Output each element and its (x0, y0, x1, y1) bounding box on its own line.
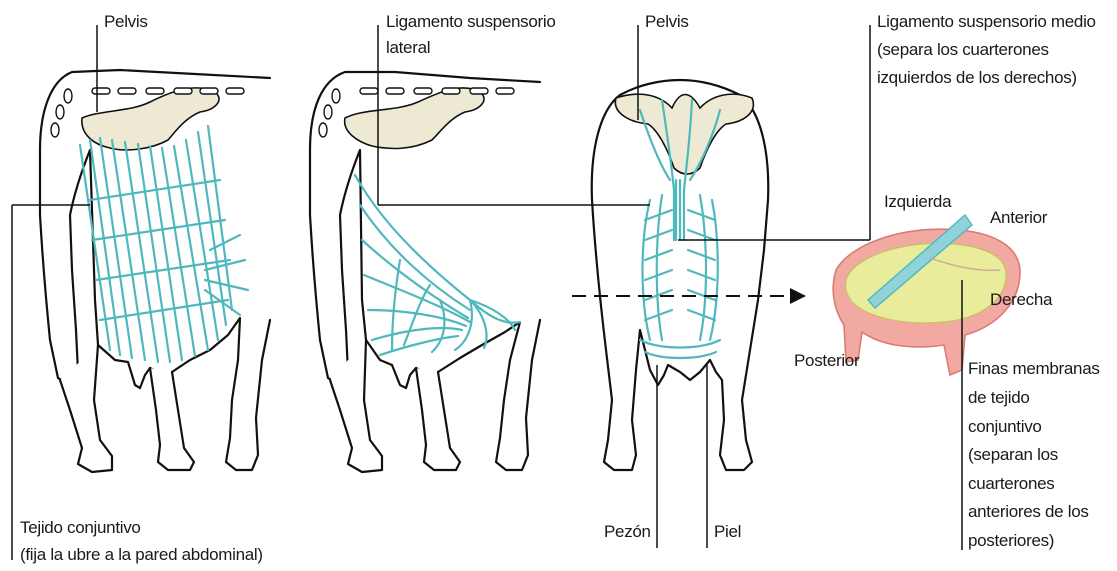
label-pelvis-side: Pelvis (104, 10, 148, 34)
label-membranes-line5: cuarterones (968, 472, 1054, 496)
label-pelvis-rear: Pelvis (645, 10, 689, 34)
label-right: Derecha (990, 288, 1052, 312)
label-membranes-line2: de tejido (968, 386, 1030, 410)
label-skin: Piel (714, 520, 741, 544)
label-median-ligament-line2: (separa los cuarterones (877, 38, 1049, 62)
label-posterior: Posterior (794, 349, 859, 373)
label-median-ligament-line3: izquierdos de los derechos) (877, 66, 1077, 90)
label-median-ligament-line1: Ligamento suspensorio medio (877, 10, 1096, 34)
cow-side-view-2 (310, 72, 540, 472)
cow-side-view-1 (40, 70, 270, 472)
label-membranes-line1: Finas membranas (968, 357, 1100, 381)
label-membranes-line7: posteriores) (968, 529, 1054, 553)
label-anterior: Anterior (990, 206, 1047, 230)
label-left: Izquierda (884, 190, 951, 214)
label-lateral-ligament-line1: Ligamento suspensorio (386, 10, 555, 34)
section-arrow-head (790, 288, 806, 304)
label-membranes-line3: conjuntivo (968, 415, 1042, 439)
label-membranes-line4: (separan los (968, 443, 1058, 467)
cow-rear-view (592, 80, 769, 470)
label-connective-tissue-line2: (fija la ubre a la pared abdominal) (20, 543, 263, 567)
label-lateral-ligament-line2: lateral (386, 36, 430, 60)
label-teat: Pezón (604, 520, 651, 544)
label-membranes-line6: anteriores de los (968, 500, 1089, 524)
label-connective-tissue-line1: Tejido conjuntivo (20, 516, 141, 540)
